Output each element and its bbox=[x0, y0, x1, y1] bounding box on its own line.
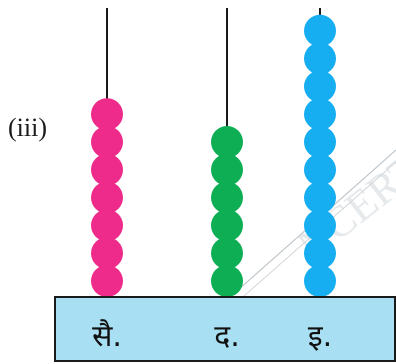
bead bbox=[211, 126, 243, 158]
bead bbox=[211, 209, 243, 242]
bead bbox=[91, 98, 123, 131]
bead bbox=[91, 153, 123, 186]
bead bbox=[211, 181, 243, 214]
bead bbox=[91, 265, 123, 297]
bead bbox=[304, 153, 336, 186]
rod-label: इ. bbox=[308, 319, 332, 354]
bead bbox=[304, 42, 336, 75]
bead bbox=[304, 14, 336, 47]
bead bbox=[211, 237, 243, 270]
bead bbox=[304, 126, 336, 158]
rods bbox=[91, 8, 336, 297]
bead bbox=[91, 209, 123, 242]
bead bbox=[211, 265, 243, 297]
bead bbox=[304, 98, 336, 131]
bead bbox=[304, 237, 336, 270]
bead bbox=[304, 70, 336, 103]
bead bbox=[211, 153, 243, 186]
bead bbox=[304, 265, 336, 297]
problem-label: (iii) bbox=[8, 113, 47, 142]
rod-label: द. bbox=[214, 319, 239, 354]
abacus-base bbox=[54, 296, 396, 362]
rod-labels: सै. द. इ. bbox=[92, 319, 332, 354]
bead bbox=[91, 126, 123, 158]
bead bbox=[91, 237, 123, 270]
bead bbox=[304, 181, 336, 214]
bead bbox=[304, 209, 336, 242]
bead bbox=[91, 181, 123, 214]
rod-label: सै. bbox=[92, 319, 122, 354]
